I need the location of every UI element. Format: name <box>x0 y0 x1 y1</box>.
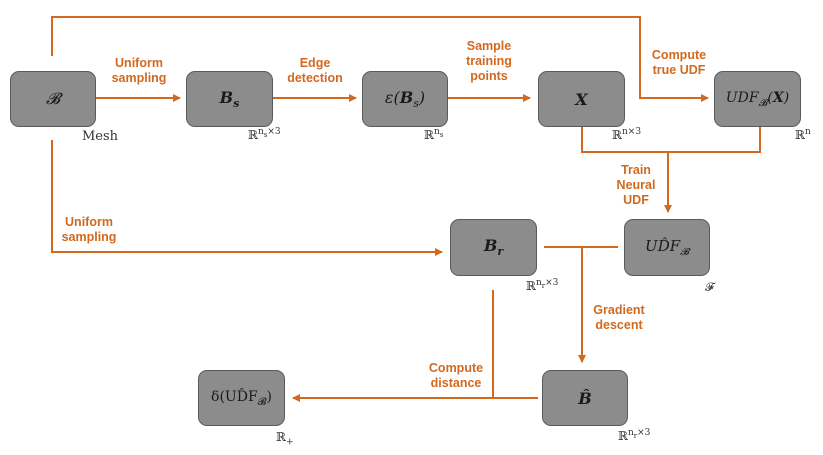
label-line: sampling <box>111 71 167 85</box>
label-line: Uniform <box>115 56 163 70</box>
label-line: training <box>466 54 512 68</box>
node-br-label-sub: r <box>497 245 504 259</box>
node-bhat-label: B̂ <box>578 388 592 408</box>
label-edge-detection: Edge detection <box>284 56 346 86</box>
label-gradient-descent: Gradient descent <box>588 303 650 333</box>
label-line: descent <box>595 318 643 332</box>
label-line: distance <box>430 376 482 390</box>
node-dist-label: δ(UD̂F𝓑) <box>211 388 272 408</box>
node-x: X <box>538 71 625 127</box>
label-line: Train <box>621 163 651 177</box>
node-bs-label-main: B <box>219 87 234 107</box>
label-train-neural-udf: Train Neural UDF <box>608 163 664 208</box>
node-bs-label: Bs <box>220 88 240 110</box>
node-bs: Bs <box>186 71 273 127</box>
node-edges: ε(Bs) <box>362 71 448 127</box>
node-bs-space: ℝns×3 <box>248 127 281 142</box>
node-br-label: Br <box>484 236 503 258</box>
label-compute-true-udf: Compute true UDF <box>644 48 714 78</box>
label-line: UDF <box>623 193 649 207</box>
node-udfhat-space: 𝓕 <box>705 280 714 294</box>
label-line: Gradient <box>593 303 645 317</box>
edge-mesh-to-udf <box>51 16 709 102</box>
node-udfhat: UD̂F𝓑 <box>624 219 710 276</box>
label-compute-distance: Compute distance <box>425 361 487 391</box>
node-udf: UDF𝓑(X) <box>714 71 801 127</box>
label-line: points <box>470 69 508 83</box>
node-edges-label: ε(Bs) <box>384 87 426 111</box>
node-edges-space: ℝns <box>424 127 444 142</box>
label-line: Edge <box>299 56 331 70</box>
label-line: sampling <box>61 230 117 244</box>
label-line: Compute <box>428 361 484 375</box>
edge-mesh-to-br <box>51 140 443 256</box>
label-line: detection <box>287 71 343 85</box>
label-sample-training: Sample training points <box>458 39 520 84</box>
node-br-space: ℝnr×3 <box>526 278 559 293</box>
label-uniform-sampling-top: Uniform sampling <box>108 56 170 86</box>
label-line: Uniform <box>65 215 113 229</box>
label-line: Sample <box>466 39 512 53</box>
node-br-label-main: B <box>483 236 498 256</box>
edge-x-udf-bracket <box>581 126 761 153</box>
node-bhat: B̂ <box>542 370 628 426</box>
node-udf-label: UDF𝓑(X) <box>725 89 790 109</box>
label-line: Compute <box>651 48 707 62</box>
label-uniform-sampling-left: Uniform sampling <box>58 215 120 245</box>
node-x-space: ℝn×3 <box>612 127 642 142</box>
node-mesh: 𝓑 <box>10 71 96 127</box>
node-mesh-label: 𝓑 <box>45 89 61 108</box>
node-mesh-caption: Mesh <box>82 129 119 144</box>
node-bhat-space: ℝnr×3 <box>618 428 651 443</box>
node-dist-space: ℝ+ <box>276 430 294 448</box>
node-bs-label-sub: s <box>233 97 240 111</box>
label-line: Neural <box>616 178 656 192</box>
node-udfhat-label: UD̂F𝓑 <box>645 237 689 258</box>
node-udf-space: ℝn <box>795 127 811 142</box>
node-br: Br <box>450 219 537 276</box>
label-line: true UDF <box>652 63 706 77</box>
node-x-label: X <box>575 89 588 109</box>
node-dist: δ(UD̂F𝓑) <box>198 370 285 426</box>
